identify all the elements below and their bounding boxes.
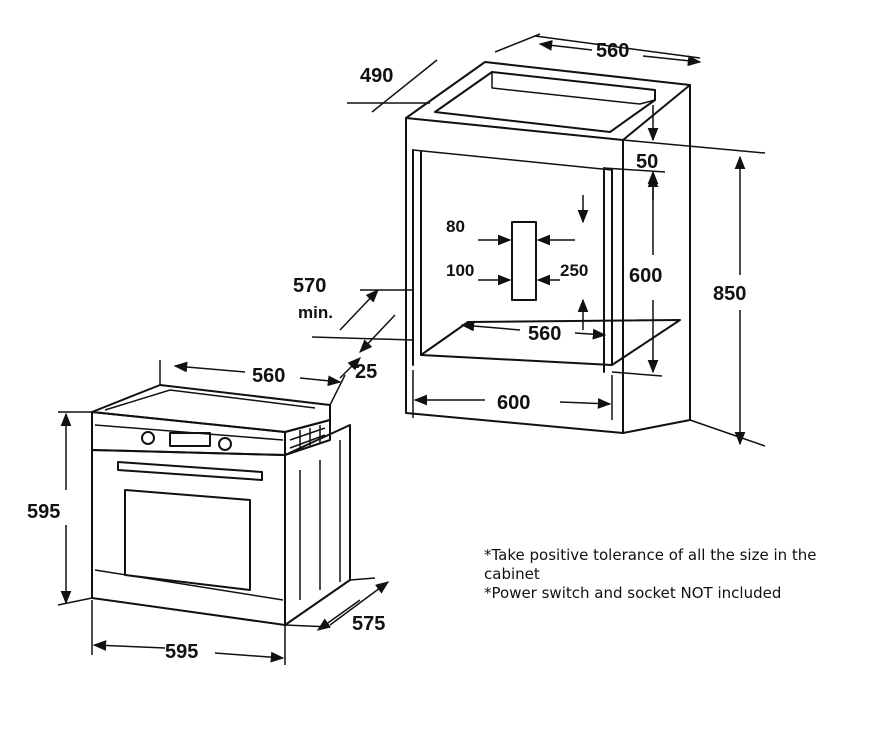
cabinet-drawing: [405, 61, 691, 434]
depth-min-suffix: min.: [298, 303, 333, 322]
cabinet-top-depth-label: 490: [360, 65, 393, 87]
vent-width-label: 80: [446, 217, 465, 236]
note-power: *Power switch and socket NOT included: [484, 584, 782, 602]
oven-drawing: [91, 384, 351, 626]
oven-body-front: [91, 449, 286, 626]
cabinet-front-edge: [405, 117, 624, 434]
cabinet-top-inner: [491, 72, 656, 105]
cabinet-inner-left: [412, 149, 422, 366]
installation-notes: *Take positive tolerance of all the size…: [484, 546, 854, 603]
cabinet-right-edge: [622, 84, 691, 141]
note-tolerance: *Take positive tolerance of all the size…: [484, 546, 817, 583]
oven-top-edge: [104, 389, 316, 411]
cabinet-dimensions: 560 490 50 600 850 80 100 250: [293, 33, 766, 447]
oven-height-label: 595: [27, 501, 60, 523]
cabinet-outline: [405, 61, 691, 434]
vent-height-label: 250: [560, 261, 588, 280]
cabinet-top-gap-label: 50: [636, 151, 658, 173]
oven-body-side: [284, 424, 351, 626]
cabinet-recess-top: [412, 149, 613, 171]
cabinet-bottom-width-label: 600: [497, 392, 530, 414]
oven-width-label: 595: [165, 641, 198, 663]
oven-depth-label: 575: [352, 613, 385, 635]
oven-handle: [117, 461, 263, 481]
vent-offset-label: 100: [446, 261, 474, 280]
oven-knob-right: [218, 437, 232, 451]
cabinet-top-opening: [434, 71, 656, 133]
oven-top-width-label: 560: [252, 365, 285, 387]
depth-min-label: 570: [293, 275, 326, 297]
cabinet-total-height-label: 850: [713, 283, 746, 305]
cabinet-cutout-height-label: 600: [629, 265, 662, 287]
oven-display: [169, 432, 211, 447]
cabinet-inner-right: [603, 167, 613, 373]
oven-knob-left: [141, 431, 155, 445]
cabinet-floor-width-label: 560: [528, 323, 561, 345]
front-gap-label: 25: [355, 361, 377, 383]
oven-dimensions: 560 595 595 575: [27, 360, 390, 665]
oven-door-window: [124, 489, 251, 591]
vent-slot: [511, 221, 537, 301]
cabinet-top-width-label: 560: [596, 40, 629, 62]
cabinet-floor: [420, 319, 681, 366]
